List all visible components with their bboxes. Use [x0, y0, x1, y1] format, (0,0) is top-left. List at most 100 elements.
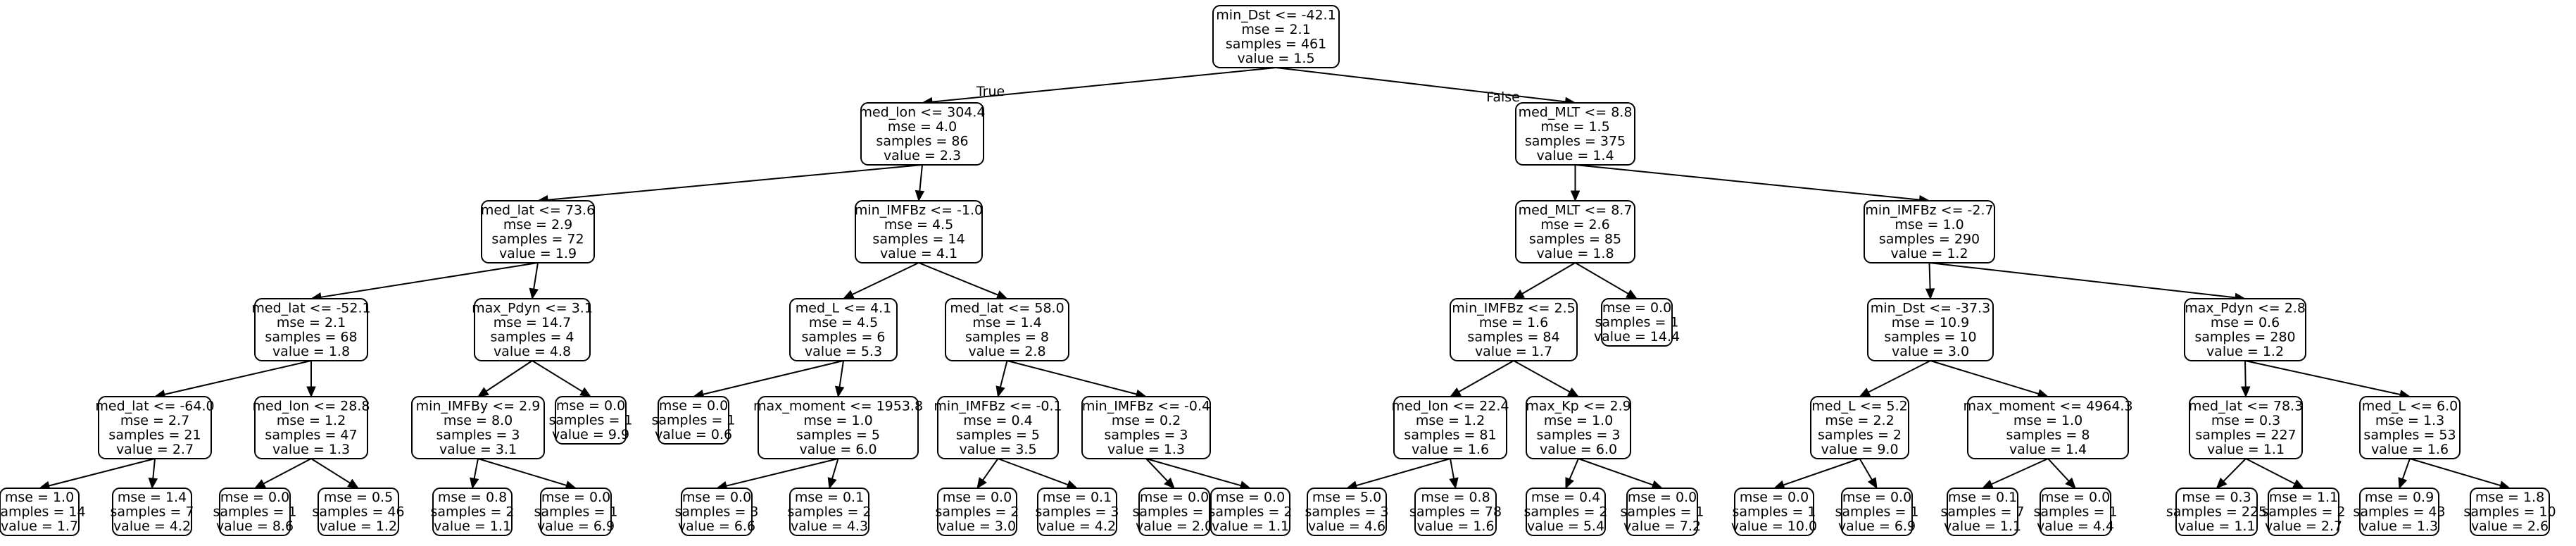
edge-line: [982, 458, 999, 481]
node-box: [2189, 396, 2303, 459]
tree-edge: [1981, 458, 2049, 489]
tree-edge: [1007, 360, 1148, 399]
node-box: [411, 396, 545, 459]
tree-edge: [1929, 262, 2247, 303]
edge-arrowhead: [1164, 477, 1175, 489]
node-text-line: mse = 2.1: [1241, 22, 1310, 37]
node-text-line: mse = 1.0: [5, 490, 74, 505]
edge-line: [999, 360, 1008, 387]
node-text-line: value = 1.7: [1475, 344, 1552, 359]
node-text-line: samples = 280: [2194, 329, 2295, 345]
node-text-line: value = 3.1: [439, 442, 517, 457]
node-text-line: samples = 3: [1035, 504, 1119, 520]
edge-arrowhead: [1859, 387, 1871, 397]
tree-edge: [1578, 458, 1664, 490]
node-text-line: value = 1.1: [1212, 519, 1289, 534]
node-text-line: med_L <= 5.2: [1811, 398, 1907, 414]
edge-line: [2245, 458, 2295, 485]
node-box: [789, 298, 898, 361]
node-box: [1138, 488, 1210, 536]
edge-line: [1868, 360, 1931, 393]
edge-line: [2409, 458, 2501, 486]
node-text-line: mse = 4.5: [809, 315, 878, 330]
edge-label-false: False: [1486, 89, 1520, 105]
node-text-line: value = 4.4: [2037, 519, 2114, 534]
edge-arrowhead: [1925, 288, 1935, 300]
node-text-line: mse = 2.7: [120, 413, 189, 428]
tree-edge: [1773, 458, 1860, 490]
tree-edge: [995, 360, 1008, 398]
node-box: [2184, 298, 2306, 361]
node-text-line: samples = 72: [491, 231, 584, 247]
node-text-line: mse = 0.6: [2211, 315, 2280, 330]
node-text-line: mse = 0.0: [1628, 490, 1697, 505]
node-text-line: mse = 4.0: [888, 119, 957, 135]
node-text-line: value = 2.3: [884, 148, 961, 163]
node-text-line: samples = 2: [787, 504, 871, 520]
node-text-line: samples = 46: [312, 504, 404, 520]
edge-line: [310, 458, 351, 484]
node-box: [1526, 396, 1631, 459]
edge-arrowhead: [976, 477, 987, 490]
tree-edge: [536, 164, 923, 205]
edge-arrowhead: [253, 479, 266, 489]
node-box: [758, 396, 919, 459]
node-box: [860, 102, 984, 166]
edge-line: [320, 262, 539, 298]
node-text-line: value = 1.7: [1, 519, 78, 534]
tree-edge: [998, 458, 1079, 490]
edge-line: [2244, 360, 2401, 395]
edge-line: [1145, 458, 1169, 482]
tree-edge: [2240, 360, 2251, 398]
edge-line: [1569, 458, 1579, 480]
node-box: [1947, 488, 2018, 536]
node-text-line: value = 1.2: [320, 519, 397, 534]
edge-arrowhead: [470, 477, 479, 490]
node-text-line: samples = 85: [1529, 231, 1621, 247]
node-text-line: mse = 1.3: [2375, 413, 2444, 428]
node-box: [1037, 488, 1117, 536]
edge-line: [998, 458, 1069, 486]
node-text-line: value = 6.9: [1838, 519, 1916, 534]
node-text-line: samples = 6: [801, 329, 885, 345]
node-text-line: samples = 1: [651, 413, 735, 428]
node-text-line: mse = 1.4: [972, 315, 1041, 330]
node-box: [254, 396, 368, 459]
edge-arrowhead: [1565, 477, 1574, 490]
edge-line: [164, 360, 312, 395]
tree-edge: [310, 458, 360, 489]
node-box: [1626, 488, 1698, 536]
node-text-line: med_MLT <= 8.8: [1519, 104, 1633, 120]
node-text-line: value = 6.6: [678, 519, 755, 534]
tree-edge: [2047, 458, 2076, 489]
tree-edges: [38, 67, 2511, 491]
node-text-line: value = 1.5: [1237, 51, 1314, 66]
node-text-line: mse = 1.6: [1479, 315, 1548, 330]
edge-line: [831, 458, 839, 479]
node-text-line: med_lat <= 78.3: [2189, 398, 2303, 414]
node-box: [0, 488, 80, 536]
node-text-line: value = 1.6: [1412, 442, 1489, 457]
node-text-line: mse = 0.0: [1140, 490, 1209, 505]
edge-line: [1578, 458, 1654, 486]
tree-edge: [153, 360, 312, 399]
node-text-line: value = 0.6: [655, 427, 732, 442]
node-text-line: mse = 2.1: [277, 315, 346, 330]
node-text-line: samples = 78: [1409, 504, 1502, 520]
node-text-line: mse = 0.4: [1531, 490, 1600, 505]
node-text-line: samples = 8: [965, 329, 1049, 345]
node-box: [2040, 488, 2111, 536]
node-text-line: mse = 0.3: [2182, 490, 2251, 505]
node-text-line: mse = 1.2: [1416, 413, 1485, 428]
node-text-line: samples = 461: [1226, 36, 1326, 51]
